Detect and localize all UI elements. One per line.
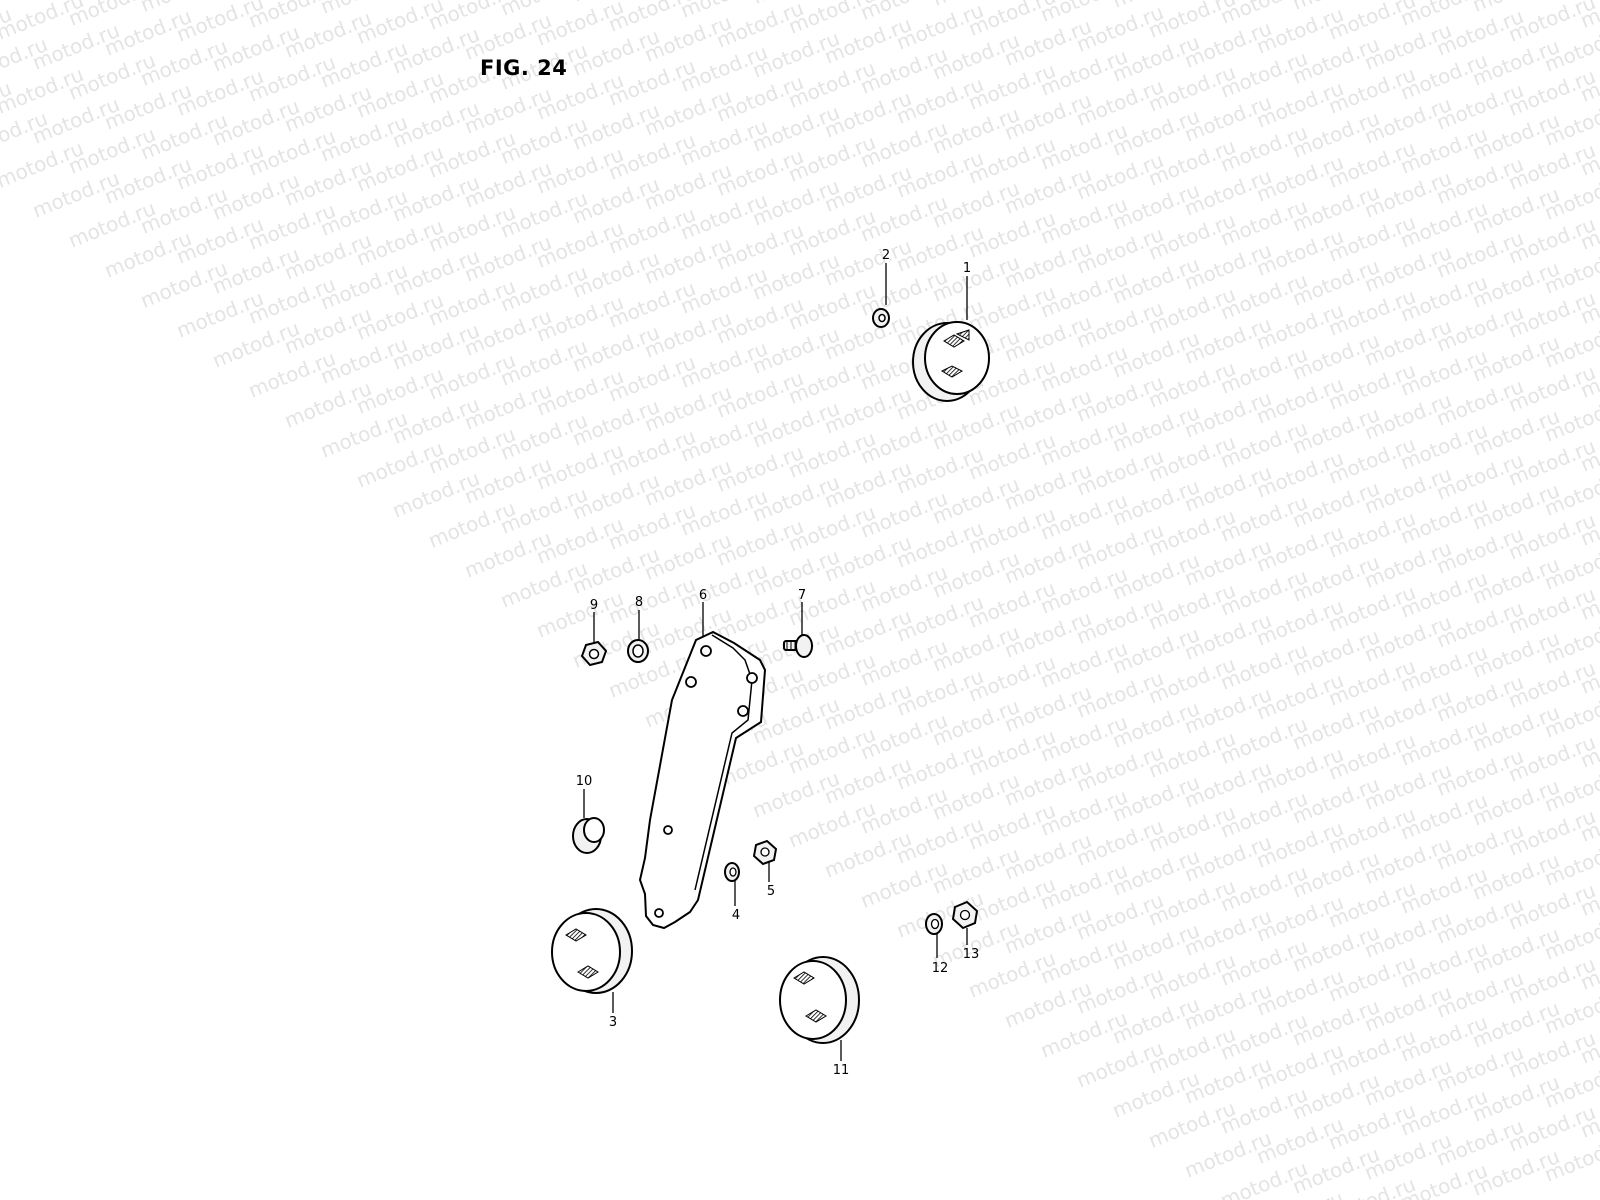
callout-1: 1 [963, 261, 971, 276]
bracket-part-6 [638, 630, 767, 930]
callout-6: 6 [699, 588, 707, 603]
washer-part-2 [872, 308, 890, 328]
reflector-part-1 [912, 321, 990, 402]
washer-part-8 [627, 639, 649, 663]
callout-2: 2 [882, 248, 890, 263]
callout-10: 10 [576, 774, 593, 789]
nut-part-13 [951, 900, 979, 930]
callout-5: 5 [767, 884, 775, 899]
cap-part-10 [572, 817, 605, 854]
watermark-text: motod.ru [1577, 0, 1600, 33]
callout-9: 9 [590, 598, 598, 613]
callout-13: 13 [963, 947, 980, 962]
callout-7: 7 [798, 588, 806, 603]
callout-4: 4 [732, 908, 740, 923]
washer-part-12 [925, 913, 943, 935]
washer-part-4 [724, 862, 740, 882]
figure-title: FIG. 24 [480, 56, 568, 80]
callout-8: 8 [635, 595, 643, 610]
nut-part-5 [752, 839, 778, 866]
callout-3: 3 [609, 1015, 617, 1030]
callout-11: 11 [833, 1063, 850, 1078]
callout-12: 12 [932, 961, 949, 976]
callout-labels: 1 2 3 4 5 6 7 8 9 10 11 12 13 [576, 248, 980, 1078]
reflector-part-3 [551, 908, 633, 994]
bolt-part-7 [783, 634, 813, 658]
leader-lines [583, 263, 968, 1061]
reflector-part-11 [779, 956, 860, 1044]
nut-part-9 [580, 640, 608, 667]
